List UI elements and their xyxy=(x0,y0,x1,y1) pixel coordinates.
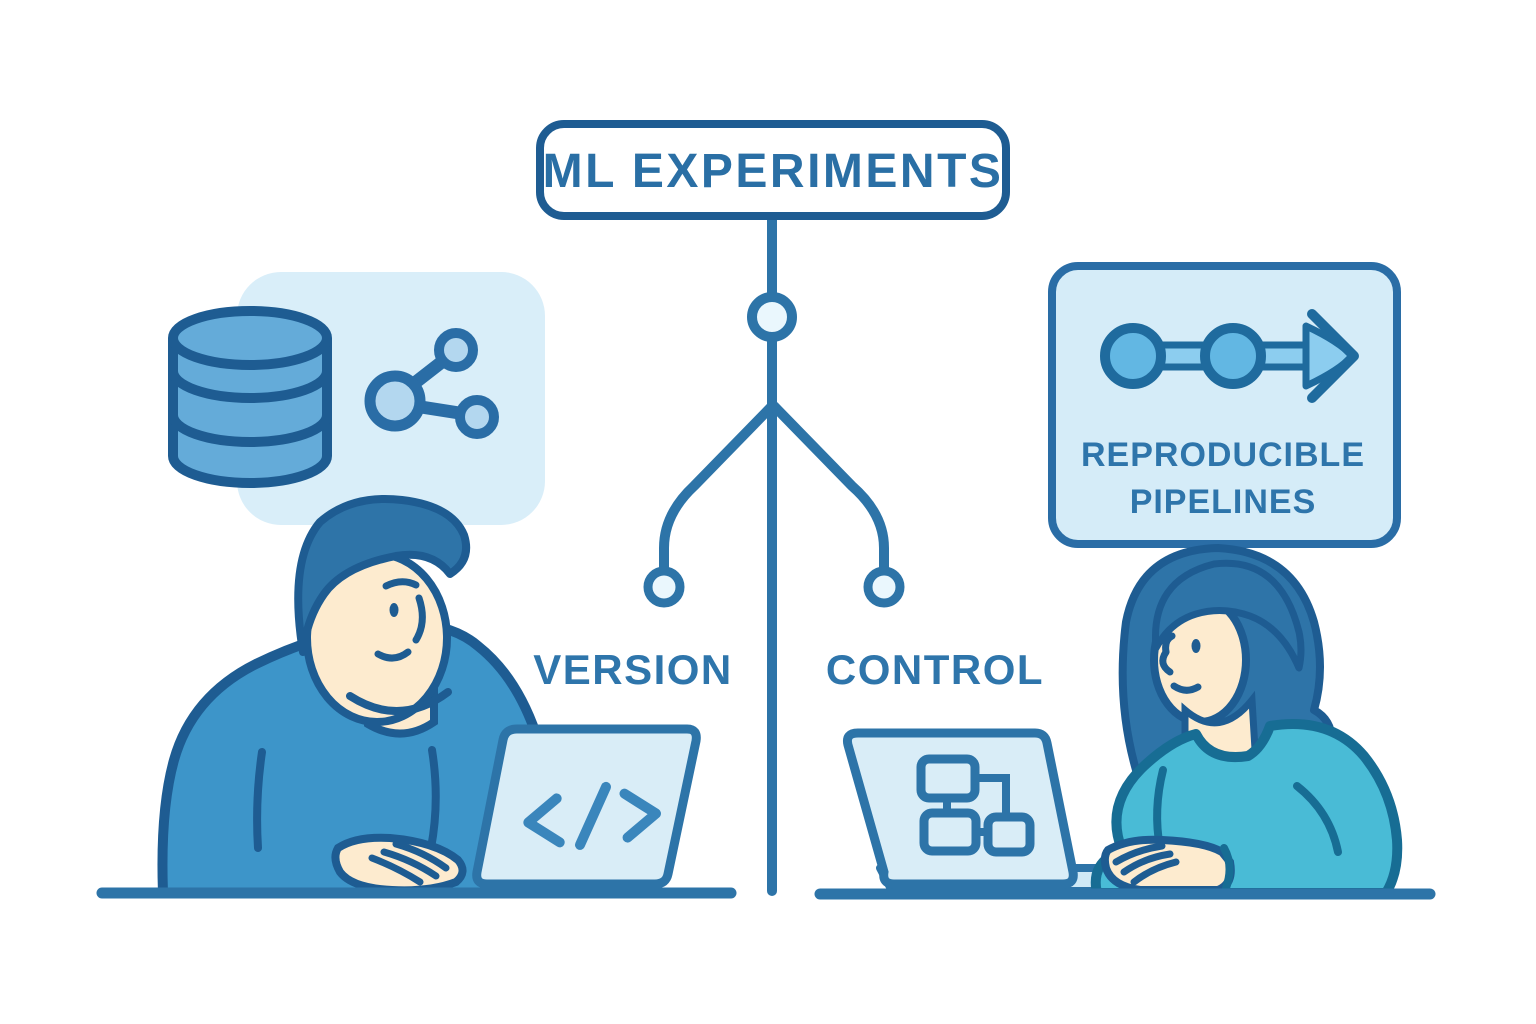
man-nose xyxy=(412,594,426,644)
badge-line-1: REPRODUCIBLE xyxy=(1081,436,1365,474)
sweater-fold xyxy=(427,746,440,852)
finger-line xyxy=(380,848,440,880)
title-box: ML EXPERIMENTS xyxy=(536,120,1010,220)
code-icon xyxy=(523,781,661,850)
man-eye xyxy=(389,603,399,617)
woman-eye xyxy=(1191,639,1201,653)
male-developer xyxy=(157,494,554,898)
database-icon xyxy=(168,306,332,488)
hand xyxy=(331,833,467,895)
woman-bangs xyxy=(1151,559,1305,672)
man-hand xyxy=(331,833,467,895)
share-icon xyxy=(364,328,499,439)
branch-tree xyxy=(643,209,905,896)
laptop-screen xyxy=(472,724,701,889)
page-title: ML EXPERIMENTS xyxy=(543,145,1004,198)
finger-line xyxy=(368,854,424,886)
sleeve-cuff xyxy=(1220,844,1234,892)
title-box-frame xyxy=(536,120,1010,220)
commit-node-icon xyxy=(747,292,797,342)
laptop-left xyxy=(472,724,701,889)
commit-node-icon xyxy=(863,566,905,608)
man-mouth xyxy=(374,648,412,662)
finger-line xyxy=(392,840,450,872)
sweater-fold xyxy=(1293,782,1342,856)
female-developer xyxy=(1090,544,1403,898)
finger-line xyxy=(1120,850,1174,876)
man-hair xyxy=(294,494,471,656)
label-version: VERSION xyxy=(533,646,733,693)
pipeline-arrow-icon xyxy=(1100,309,1359,403)
man-eyebrow xyxy=(382,578,420,590)
badge-line-2: PIPELINES xyxy=(1130,483,1317,521)
branch-left xyxy=(659,401,777,573)
finger-line xyxy=(1112,842,1166,866)
branch-right xyxy=(769,401,889,573)
woman-nose xyxy=(1159,648,1174,676)
finger-line xyxy=(1130,858,1180,886)
woman-mouth xyxy=(1170,682,1202,694)
man-collar xyxy=(346,688,452,716)
commit-node-icon xyxy=(643,566,685,608)
sweater-fold xyxy=(253,748,266,852)
pipeline-badge: REPRODUCIBLE PIPELINES xyxy=(1048,262,1401,548)
label-control: CONTROL xyxy=(826,646,1044,693)
flowchart-icon xyxy=(916,754,1035,857)
